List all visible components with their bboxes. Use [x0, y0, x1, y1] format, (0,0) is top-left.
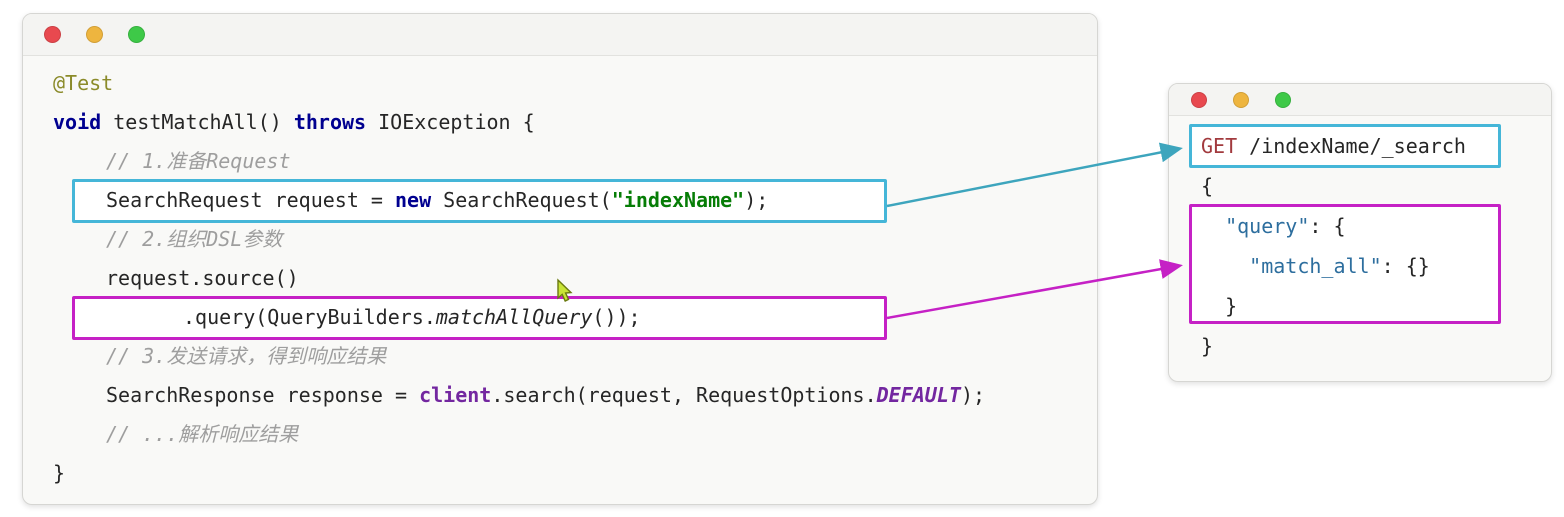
code-token-plain	[1201, 214, 1225, 238]
code-token-plain: /indexName/_search	[1249, 134, 1466, 158]
code-token-plain	[1201, 254, 1249, 278]
code-line: // 3.发送请求，得到响应结果	[23, 337, 1097, 376]
code-token-comment: // 3.发送请求，得到响应结果	[106, 344, 387, 368]
close-button[interactable]	[44, 26, 61, 43]
code-line: @Test	[23, 64, 1097, 103]
code-token-field: client	[419, 383, 492, 407]
highlight-box-query-line	[72, 296, 887, 340]
highlight-box-query-body	[1189, 204, 1501, 324]
java-code-window: @Test void testMatchAll() throws IOExcept…	[22, 13, 1098, 505]
code-token-constant: DEFAULT	[876, 383, 961, 407]
code-token-keyword: void	[53, 110, 102, 134]
code-token-plain: IOException {	[366, 110, 535, 134]
code-token-plain: );	[960, 383, 986, 407]
code-token-http: GET	[1201, 134, 1250, 158]
zoom-button[interactable]	[128, 26, 145, 43]
code-token-comment: // 1.准备Request	[106, 149, 291, 173]
code-token-key: "query"	[1225, 214, 1310, 238]
code-token-plain: }	[1201, 294, 1238, 318]
code-line: // 2.组织DSL参数	[23, 220, 1097, 259]
code-line: SearchRequest request = new SearchReques…	[23, 181, 1097, 220]
code-line: "query": {	[1169, 206, 1551, 246]
code-line: "match_all": {}	[1169, 246, 1551, 286]
code-line: {	[1169, 166, 1551, 206]
code-token-comment: // ...解析响应结果	[106, 422, 299, 446]
code-token-plain: );	[744, 188, 769, 212]
code-line: // ...解析响应结果	[23, 415, 1097, 454]
code-token-string: "indexName"	[611, 188, 745, 212]
dsl-query-window: GET /indexName/_search { "query": { "matc…	[1168, 83, 1552, 382]
code-token-plain: testMatchAll()	[101, 110, 294, 134]
highlight-box-get-line	[1189, 124, 1501, 168]
code-token-plain: request.source()	[106, 266, 299, 290]
code-line: // 1.准备Request	[23, 142, 1097, 181]
highlight-box-request-line	[72, 179, 887, 223]
code-token-comment: // 2.组织DSL参数	[106, 227, 283, 251]
code-line: .query(QueryBuilders.matchAllQuery());	[23, 298, 1097, 337]
code-token-plain: {	[1201, 174, 1214, 198]
code-token-plain: SearchRequest(	[431, 188, 612, 212]
zoom-button[interactable]	[1275, 91, 1291, 108]
code-line: }	[1169, 326, 1551, 366]
minimize-button[interactable]	[1233, 91, 1249, 108]
code-token-plain: SearchResponse response =	[106, 383, 420, 407]
code-token-plain: ());	[592, 305, 641, 329]
minimize-button[interactable]	[86, 26, 103, 43]
code-token-keyword: throws	[293, 110, 367, 134]
code-token-plain: .query(QueryBuilders.	[183, 305, 436, 329]
code-token-method: matchAllQuery	[435, 305, 593, 329]
code-line: }	[1169, 286, 1551, 326]
code-token-key: "match_all"	[1249, 254, 1382, 278]
code-token-plain: : {}	[1381, 254, 1430, 278]
left-window-titlebar	[23, 14, 1097, 56]
code-token-plain: SearchRequest request =	[106, 188, 395, 212]
right-window-titlebar	[1169, 84, 1551, 116]
dsl-code-area: GET /indexName/_search { "query": { "matc…	[1169, 116, 1551, 366]
java-code-area: @Test void testMatchAll() throws IOExcept…	[23, 56, 1097, 493]
code-line: }	[23, 454, 1097, 493]
code-token-keyword: new	[394, 188, 432, 212]
code-line: GET /indexName/_search	[1169, 126, 1551, 166]
code-token-plain: : {	[1309, 214, 1346, 238]
code-token-plain: .search(request, RequestOptions.	[491, 383, 877, 407]
code-token-annotation: @Test	[53, 71, 114, 95]
code-line: request.source()	[23, 259, 1097, 298]
close-button[interactable]	[1191, 91, 1207, 108]
code-token-plain: }	[53, 461, 66, 485]
code-line: void testMatchAll() throws IOException {	[23, 103, 1097, 142]
code-line: SearchResponse response = client.search(…	[23, 376, 1097, 415]
code-token-plain: }	[1201, 334, 1214, 358]
